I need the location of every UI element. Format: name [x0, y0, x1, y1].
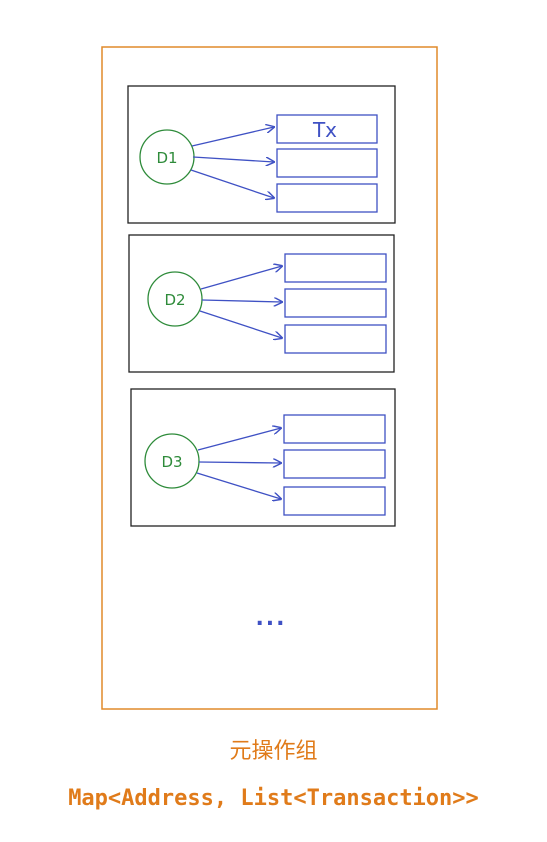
arrow: [201, 300, 282, 302]
arrow: [190, 169, 274, 198]
ellipsis: ...: [255, 606, 286, 631]
address-node: [147, 271, 203, 327]
address-node-label: D3: [161, 453, 182, 471]
arrow: [198, 462, 281, 463]
type-signature: Map<Address, List<Transaction>>: [68, 786, 479, 811]
arrow: [197, 428, 281, 451]
address-group-3: D3: [130, 388, 396, 527]
transaction-label: Tx: [312, 118, 337, 142]
address-node-label: D1: [156, 149, 177, 167]
transaction-box: [283, 486, 386, 516]
address-group-1: D1 Tx: [127, 85, 396, 224]
arrow: [199, 310, 282, 338]
address-node: [144, 433, 200, 489]
transaction-box: [284, 288, 387, 318]
arrow: [192, 156, 274, 162]
address-node-label: D2: [164, 291, 185, 309]
transaction-box: [284, 324, 387, 354]
transaction-box: [283, 449, 386, 479]
group-box: [130, 388, 396, 527]
outer-container: [101, 46, 438, 710]
diagram-caption: 元操作组: [229, 739, 318, 764]
transaction-box: [283, 414, 386, 444]
arrow: [191, 127, 274, 147]
group-box: [127, 85, 396, 224]
transaction-box: [284, 253, 387, 283]
arrow: [200, 266, 282, 290]
transaction-box: [276, 148, 378, 178]
arrow: [196, 472, 281, 499]
transaction-box: [276, 183, 378, 213]
address-group-2: D2: [128, 234, 395, 373]
transaction-box: [276, 114, 378, 144]
group-box: [128, 234, 395, 373]
